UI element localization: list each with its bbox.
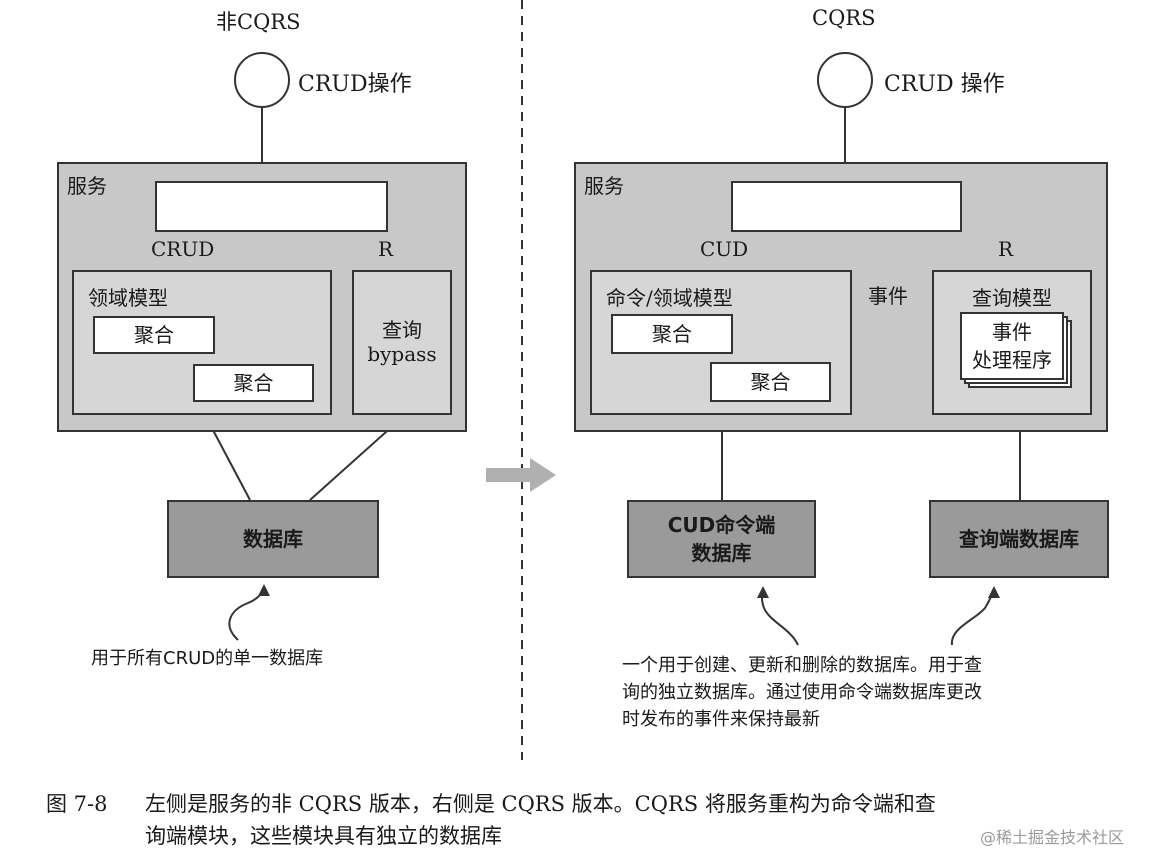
left-service-label: 服务 (67, 174, 107, 198)
right-note-line-3: 时发布的事件来保持最新 (622, 709, 820, 730)
event-handler-line-1: 事件 (992, 320, 1032, 344)
right-query-db-label: 查询端数据库 (959, 527, 1079, 551)
right-aggregate-1: 聚合 (611, 314, 733, 354)
event-label: 事件 (868, 284, 908, 308)
left-query-sub-label: bypass (367, 342, 437, 366)
right-command-db-line-1: CUD命令端 (667, 513, 776, 537)
right-r-label: R (998, 237, 1014, 261)
left-database-label: 数据库 (243, 527, 303, 551)
right-query-database-box: 查询端数据库 (929, 500, 1109, 578)
right-note-arrow-1 (761, 589, 799, 646)
left-query-label: 查询 (382, 318, 422, 342)
figure-caption: 左侧是服务的非 CQRS 版本，右侧是 CQRS 版本。CQRS 将服务重构为命… (145, 788, 1145, 852)
right-command-model-label: 命令/领域模型 (606, 286, 733, 310)
left-note: 用于所有CRUD的单一数据库 (91, 648, 324, 669)
left-title: 非CQRS (216, 10, 301, 34)
right-note-arrowhead-1 (757, 586, 769, 598)
left-aggregate-2: 聚合 (193, 364, 314, 402)
left-database-box: 数据库 (167, 500, 379, 578)
right-aggregate-2: 聚合 (710, 362, 831, 402)
right-service-label: 服务 (584, 174, 624, 198)
right-note-line-1: 一个用于创建、更新和删除的数据库。用于查 (622, 655, 982, 676)
right-note-line-2: 询的独立数据库。通过使用命令端数据库更改 (622, 682, 982, 703)
event-handler-line-2: 处理程序 (972, 348, 1052, 372)
right-query-model-label: 查询模型 (972, 286, 1052, 310)
left-actor-circle (234, 52, 290, 108)
right-command-database-box: CUD命令端 数据库 (627, 500, 816, 578)
right-command-db-line-2: 数据库 (691, 541, 752, 565)
event-handler-box: 事件 处理程序 (960, 312, 1064, 380)
left-aggregate-1: 聚合 (93, 316, 215, 354)
figure-number: 图 7-8 (46, 792, 108, 816)
transition-arrow (486, 458, 556, 492)
left-query-box: 查询 bypass (352, 270, 452, 415)
right-note: 一个用于创建、更新和删除的数据库。用于查 询的独立数据库。通过使用命令端数据库更… (622, 652, 1102, 733)
right-title: CQRS (812, 6, 876, 30)
right-cud-label: CUD (700, 237, 749, 261)
left-domain-model-label: 领域模型 (88, 286, 168, 310)
left-r-label: R (378, 237, 394, 261)
caption-line-2: 询端模块，这些模块具有独立的数据库 (145, 824, 502, 848)
right-api-box (731, 181, 962, 232)
left-crud-label: CRUD (151, 237, 215, 261)
caption-line-1: 左侧是服务的非 CQRS 版本，右侧是 CQRS 版本。CQRS 将服务重构为命… (145, 792, 936, 816)
right-note-arrow-2 (950, 589, 994, 646)
right-operation-label: CRUD 操作 (884, 72, 1005, 97)
right-actor-circle (817, 52, 873, 108)
left-api-box (155, 181, 388, 232)
right-note-arrowhead-2 (988, 586, 1000, 598)
watermark: @稀土掘金技术社区 (980, 828, 1125, 847)
left-operation-label: CRUD操作 (298, 72, 412, 97)
left-note-arrowhead (258, 584, 270, 596)
